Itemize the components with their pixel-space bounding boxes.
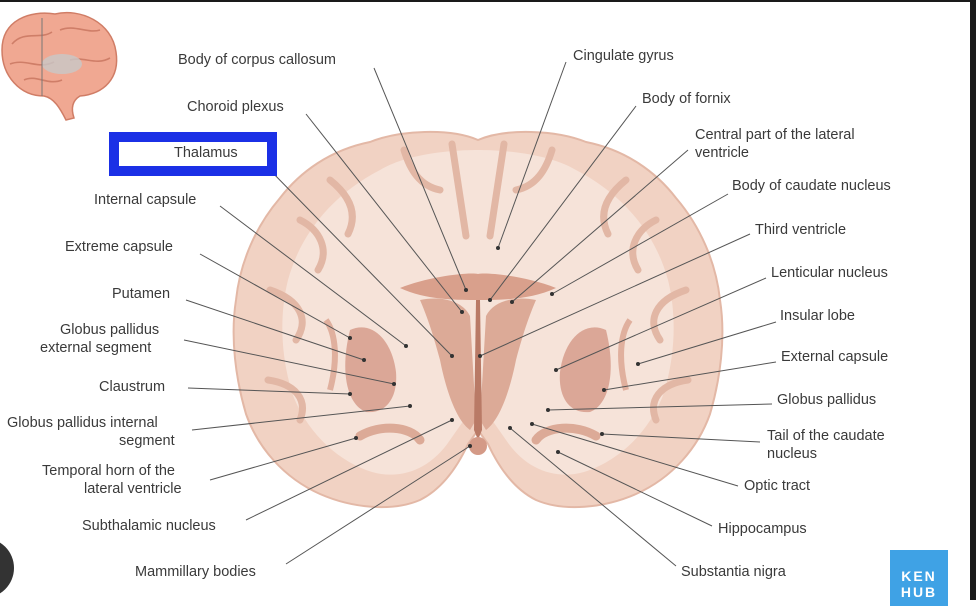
label-insular-lobe: Insular lobe	[780, 308, 855, 324]
label-subthalamic-nucleus: Subthalamic nucleus	[82, 518, 216, 534]
thumbnail-brain	[1, 12, 118, 121]
leader-lines	[183, 61, 777, 567]
right-border	[970, 0, 976, 600]
label-globus-pallidus-external-2: external segment	[40, 340, 152, 356]
logo-line-2: HUB	[900, 584, 938, 600]
anchor-dots	[348, 246, 640, 454]
label-body-of-fornix: Body of fornix	[642, 91, 731, 107]
top-border	[0, 0, 976, 2]
logo-line-1: KEN	[901, 568, 937, 584]
label-substantia-nigra: Substantia nigra	[681, 564, 786, 580]
label-globus-pallidus-external-1: Globus pallidus	[60, 322, 160, 338]
label-thalamus: Thalamus	[174, 145, 238, 161]
highlight-box	[109, 132, 277, 176]
label-internal-capsule: Internal capsule	[94, 192, 197, 208]
label-hippocampus: Hippocampus	[718, 521, 807, 537]
label-central-part-lateral-ventricle-2: ventricle	[695, 145, 749, 161]
label-body-of-corpus-callosum: Body of corpus callosum	[178, 52, 336, 68]
label-body-of-caudate-nucleus: Body of caudate nucleus	[732, 178, 891, 194]
label-claustrum: Claustrum	[99, 379, 166, 395]
kenhub-logo[interactable]: KEN HUB	[890, 550, 948, 606]
label-putamen: Putamen	[112, 286, 171, 302]
label-central-part-lateral-ventricle-1: Central part of the lateral	[695, 127, 855, 143]
label-mammillary-bodies: Mammillary bodies	[135, 564, 256, 580]
label-lenticular-nucleus: Lenticular nucleus	[771, 265, 888, 281]
label-globus-pallidus-internal-1: Globus pallidus internal	[7, 415, 158, 431]
label-tail-caudate-2: nucleus	[767, 446, 817, 462]
label-cingulate-gyrus: Cingulate gyrus	[573, 48, 674, 64]
label-choroid-plexus: Choroid plexus	[187, 99, 284, 115]
label-extreme-capsule: Extreme capsule	[65, 239, 173, 255]
label-optic-tract: Optic tract	[744, 478, 811, 494]
brain-section	[232, 130, 724, 509]
label-external-capsule: External capsule	[781, 349, 889, 365]
label-globus-pallidus-internal-2: segment	[119, 433, 175, 449]
label-third-ventricle: Third ventricle	[755, 222, 847, 238]
label-temporal-horn-1: Temporal horn of the	[42, 463, 175, 479]
label-temporal-horn-2: lateral ventricle	[84, 481, 182, 497]
label-tail-caudate-1: Tail of the caudate	[767, 428, 885, 444]
label-globus-pallidus: Globus pallidus	[777, 392, 877, 408]
